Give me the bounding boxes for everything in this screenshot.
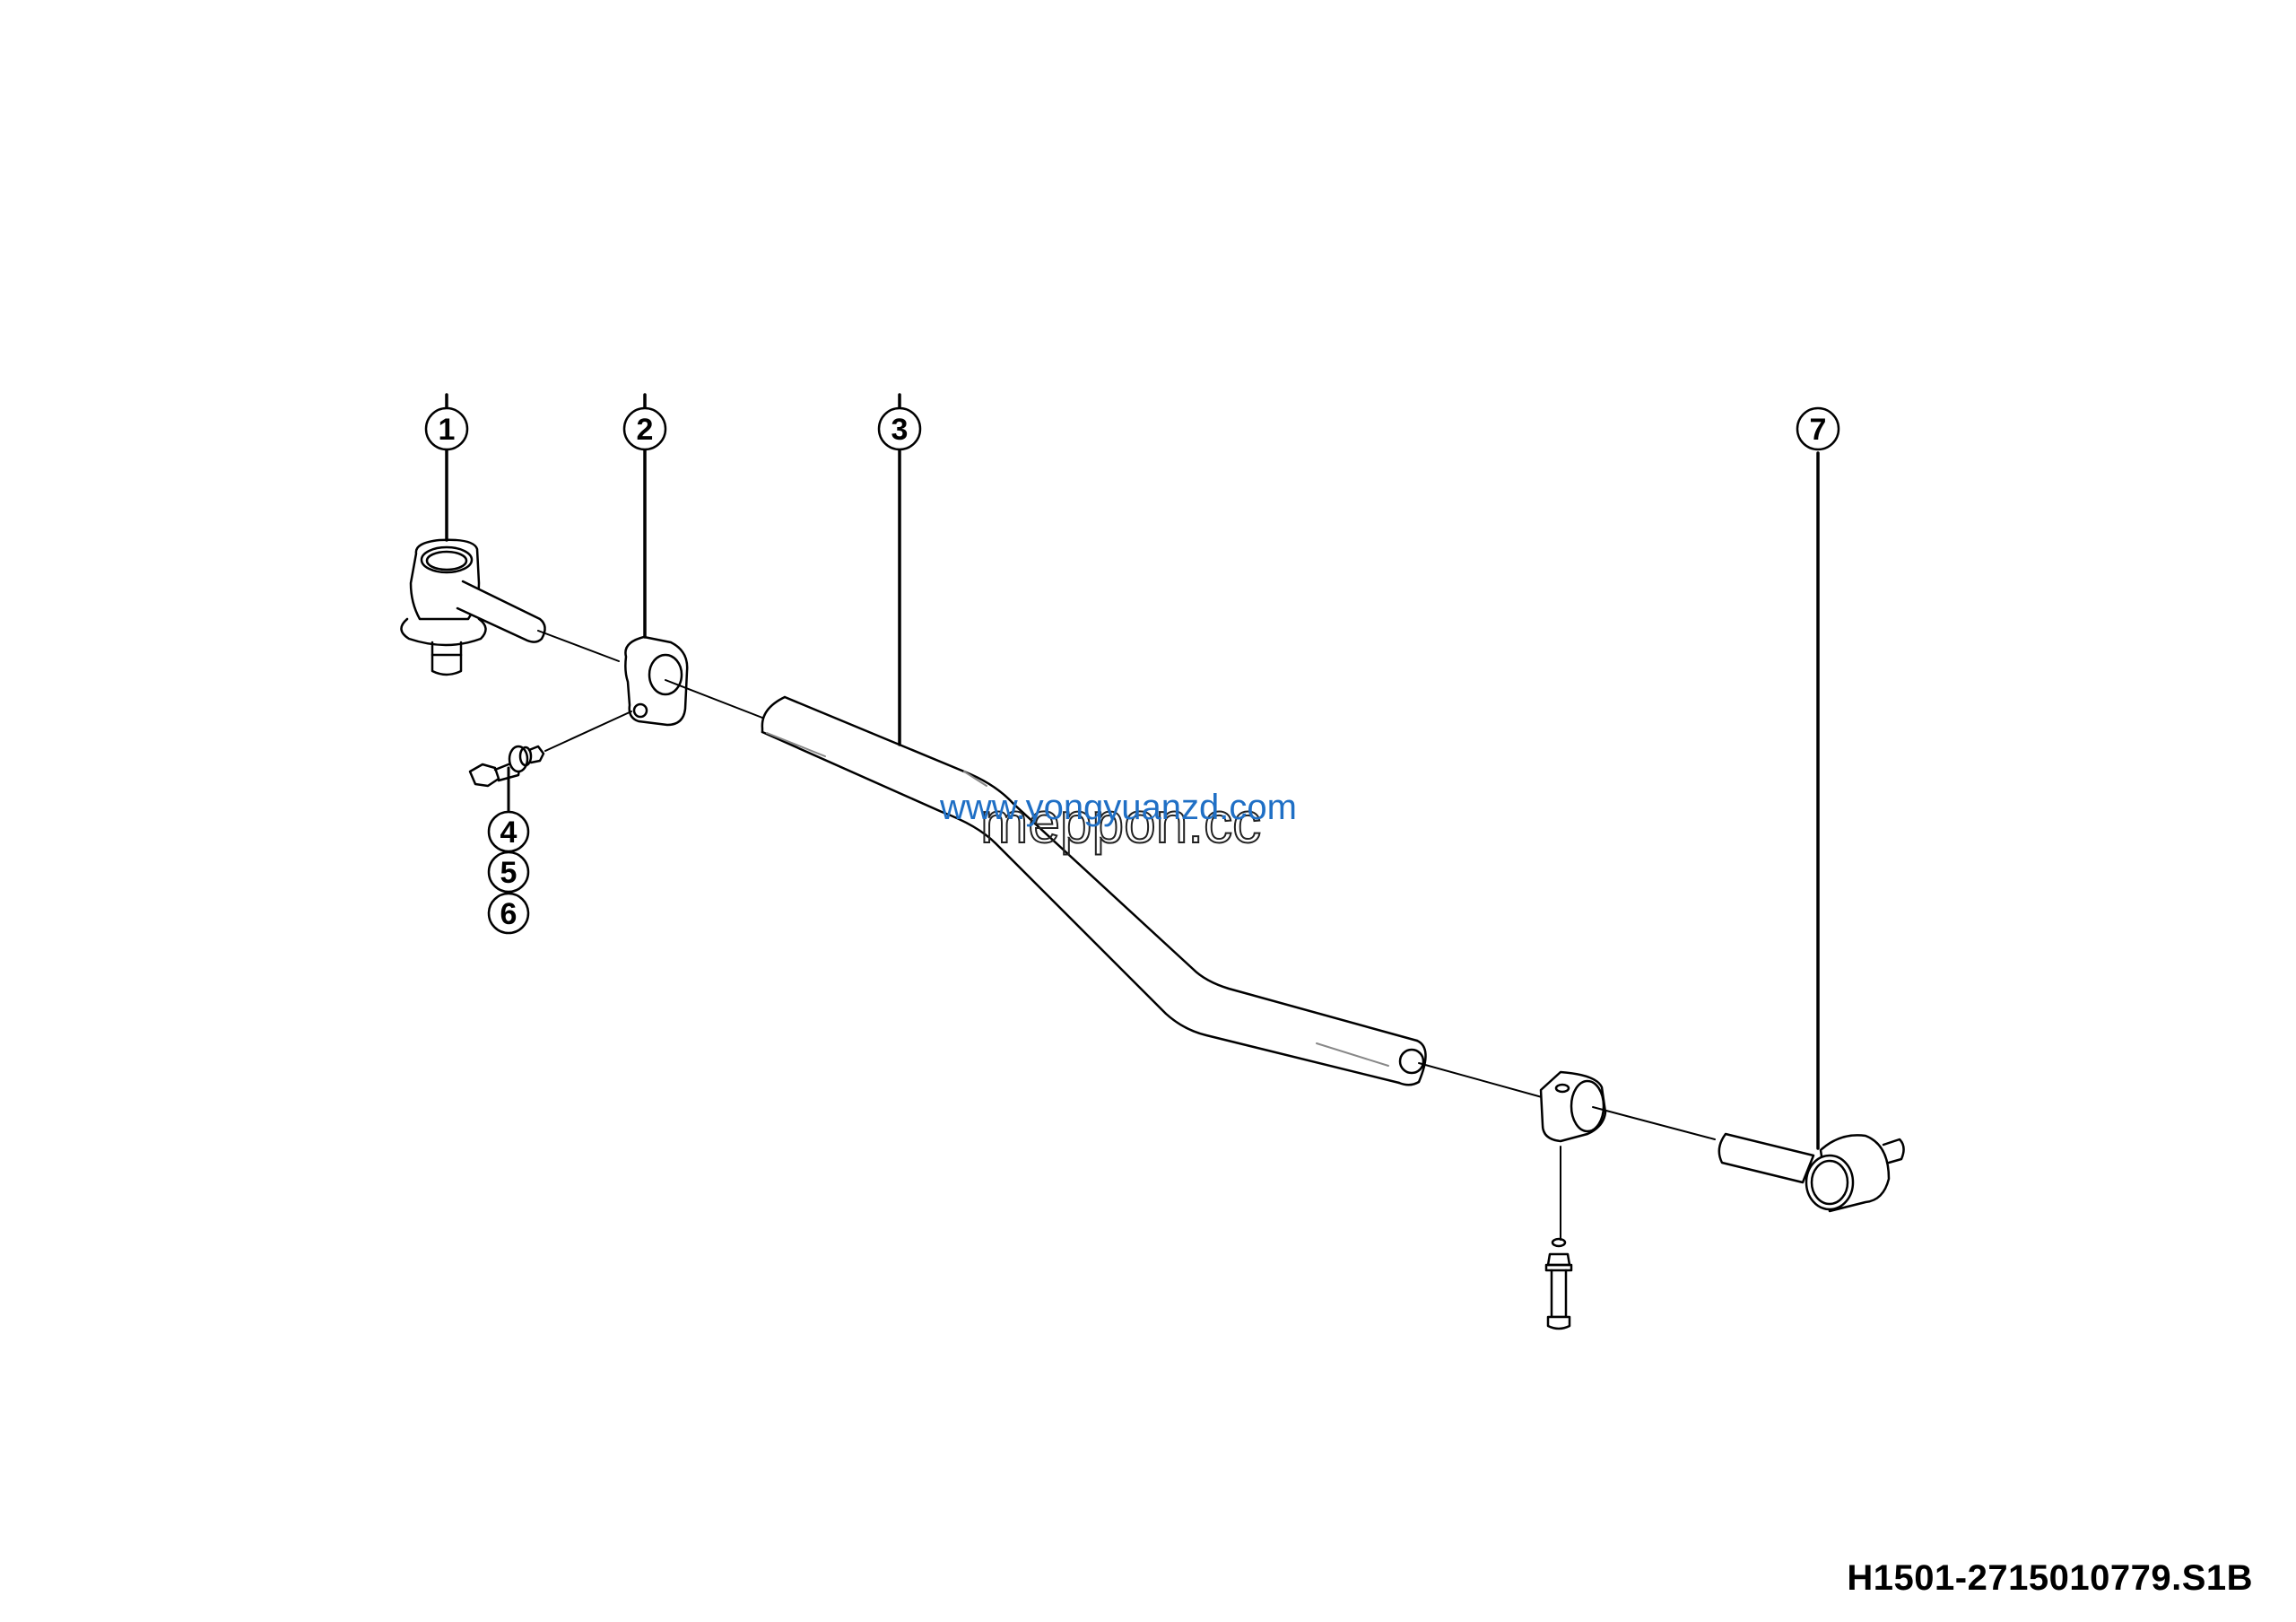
part-4-5-6-bolt-washer-nut <box>468 745 545 814</box>
part-bolt-vertical <box>1544 1237 1573 1330</box>
part-1-tie-rod-end-left <box>400 393 620 676</box>
part-7-tie-rod-end-right <box>1718 451 1905 1213</box>
watermark-outline: meppon.cc <box>979 789 1262 856</box>
svg-text:7: 7 <box>1810 413 1827 447</box>
callout-4: 4 <box>487 810 530 853</box>
part-3-tie-rod-tube <box>761 393 1552 1101</box>
part-2-clamp <box>544 393 763 752</box>
part-clamp-right <box>1539 1070 1716 1241</box>
svg-text:6: 6 <box>500 897 517 931</box>
svg-text:4: 4 <box>500 815 517 850</box>
svg-text:3: 3 <box>891 413 909 447</box>
callout-6: 6 <box>487 892 530 935</box>
callout-1: 1 <box>424 406 469 451</box>
callout-2: 2 <box>622 406 667 451</box>
callout-5: 5 <box>487 850 530 894</box>
drawing-id: H1501-2715010779.S1B <box>1847 1558 2253 1598</box>
callout-3: 3 <box>877 406 922 451</box>
svg-text:2: 2 <box>637 413 654 447</box>
svg-text:1: 1 <box>439 413 456 447</box>
callouts: 1 2 3 4 5 6 7 <box>424 406 1840 935</box>
svg-text:5: 5 <box>500 856 517 890</box>
callout-7: 7 <box>1796 406 1840 451</box>
watermark-blue: www.yongyuanzd.com <box>940 788 1297 827</box>
